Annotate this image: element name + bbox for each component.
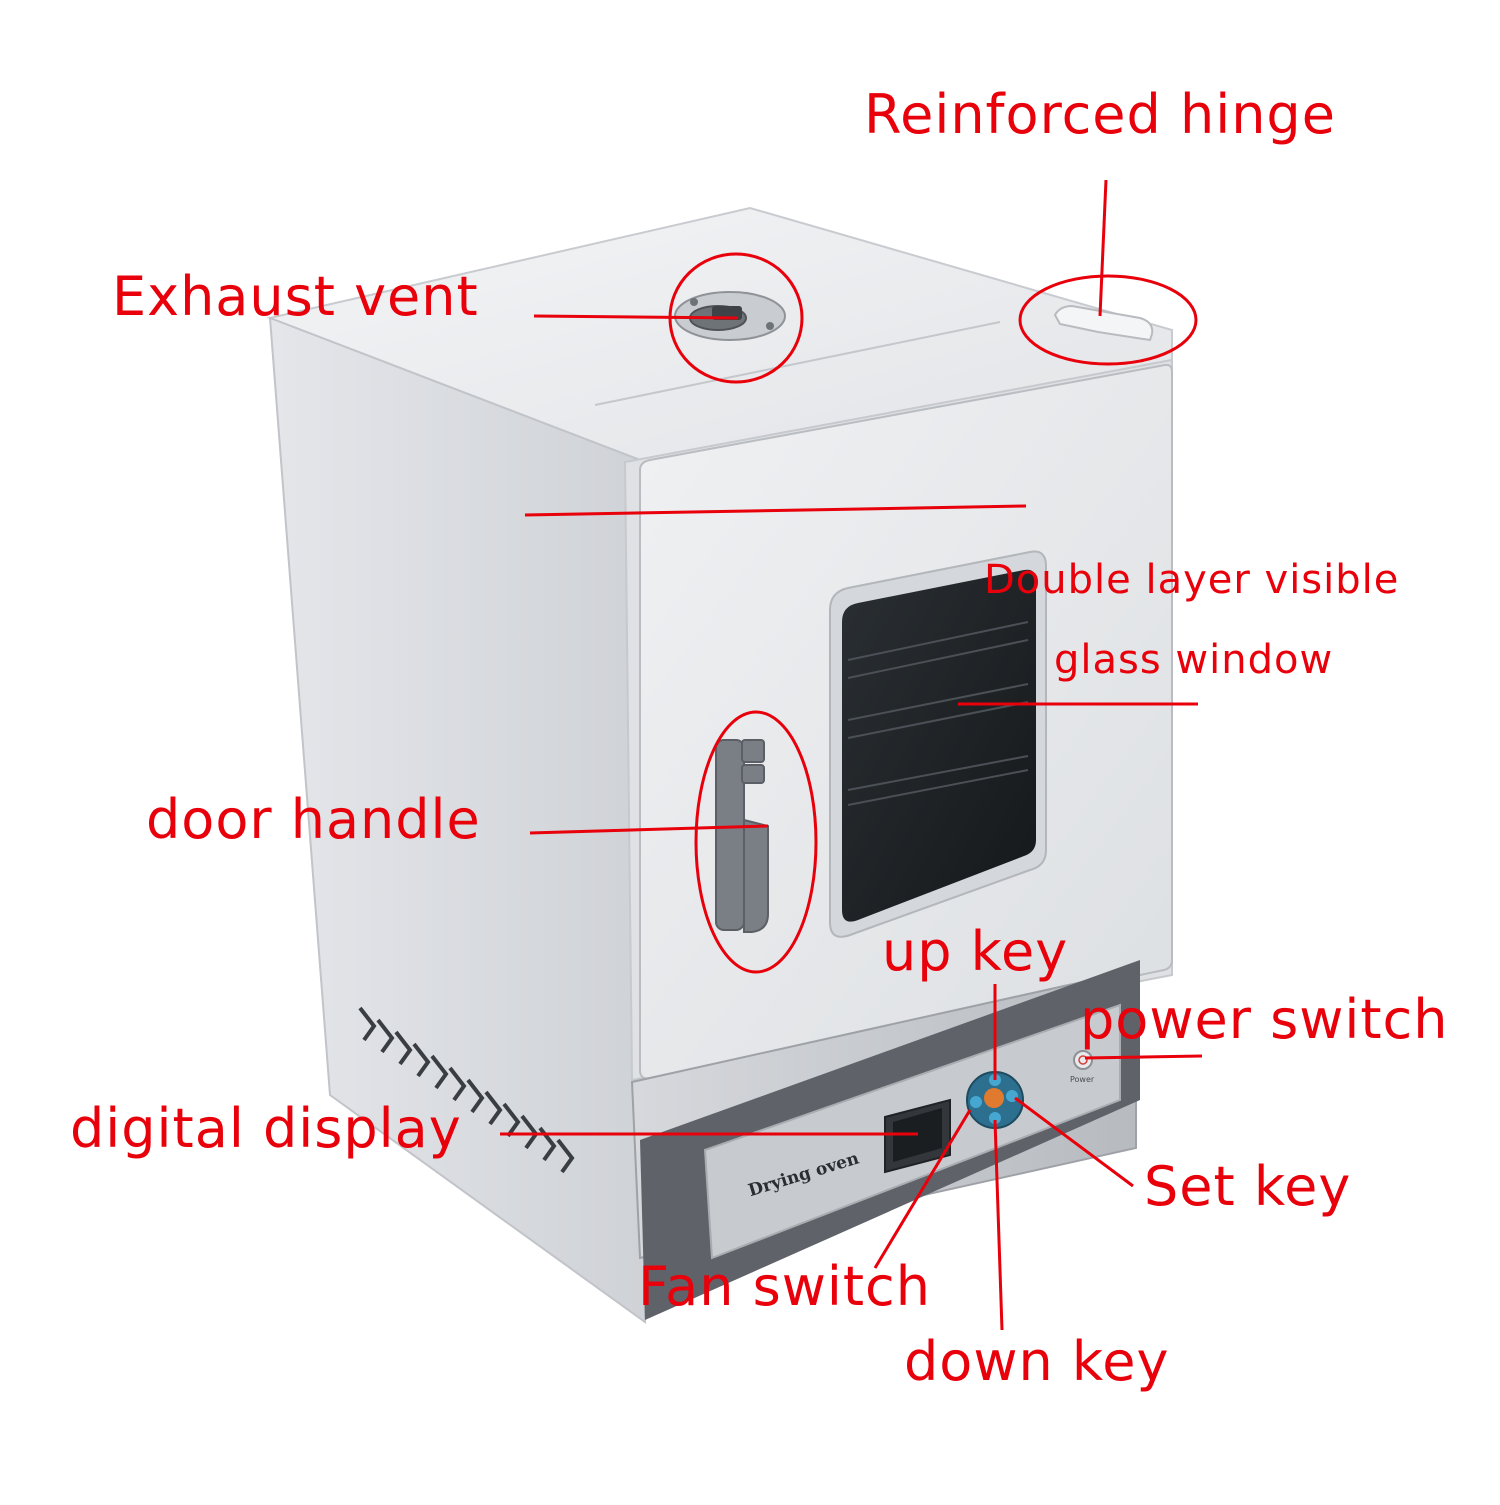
label-fan-switch: Fan switch bbox=[638, 1255, 931, 1318]
label-up-key: up key bbox=[882, 920, 1069, 983]
leader-door bbox=[524, 504, 1027, 517]
leader-fan-switch bbox=[873, 1109, 972, 1269]
door-handle-icon bbox=[715, 739, 769, 933]
power-caption: Power bbox=[1070, 1075, 1095, 1084]
label-reinforced-hinge: Reinforced hinge bbox=[864, 83, 1336, 146]
inner-shelves bbox=[847, 621, 1029, 806]
top-seam bbox=[594, 321, 1001, 406]
glass-window bbox=[842, 569, 1036, 922]
label-double-layer-line2: glass window bbox=[1054, 637, 1334, 683]
leader-down-key bbox=[993, 1119, 1004, 1331]
leader-power-switch bbox=[1084, 1054, 1203, 1060]
leader-reinforced-hinge bbox=[1098, 179, 1108, 317]
label-door-handle: door handle bbox=[146, 788, 481, 851]
label-down-key: down key bbox=[904, 1330, 1170, 1393]
leader-lines bbox=[500, 179, 1203, 1331]
label-power-switch: power switch bbox=[1080, 988, 1449, 1051]
vent-cap-icon bbox=[674, 291, 786, 341]
hinge-icon bbox=[1053, 304, 1154, 342]
leader-exhaust-vent bbox=[533, 314, 739, 320]
label-set-key: Set key bbox=[1144, 1155, 1352, 1218]
label-double-layer-line1: Double layer visible bbox=[984, 557, 1400, 603]
oven-side bbox=[268, 316, 647, 1324]
label-exhaust-vent: Exhaust vent bbox=[112, 265, 479, 328]
power-icon bbox=[1073, 1050, 1093, 1070]
keypad-icon bbox=[966, 1071, 1024, 1129]
leader-door-handle bbox=[529, 824, 769, 835]
label-digital-display: digital display bbox=[70, 1097, 462, 1160]
leader-set-key bbox=[1014, 1096, 1134, 1188]
